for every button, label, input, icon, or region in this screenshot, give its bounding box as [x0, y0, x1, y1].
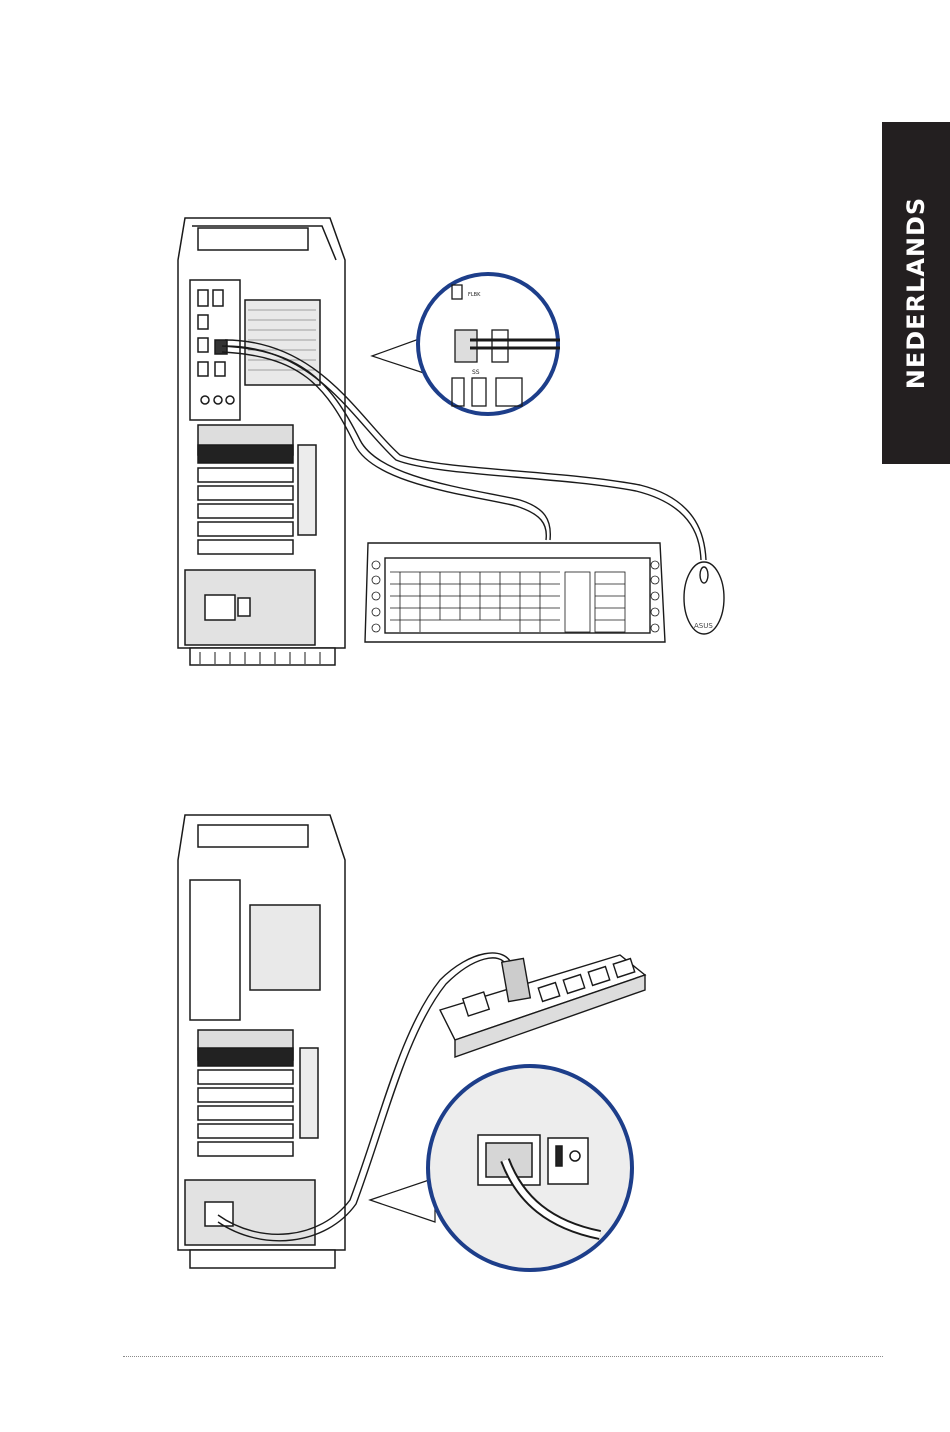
desktop-tower-icon: [178, 815, 345, 1268]
power-strip-icon: [440, 955, 645, 1057]
keyboard-icon: [365, 543, 665, 642]
desktop-tower-icon: [178, 218, 345, 665]
callout-usb-ports: FLBK SS: [372, 274, 560, 414]
footer-divider: [123, 1356, 883, 1357]
figure-keyboard-mouse-connection: ASUS FLBK SS: [0, 205, 950, 675]
figure-power-connection: [0, 805, 950, 1295]
port-label-ss: SS: [472, 369, 480, 376]
port-label-flbk: FLBK: [468, 292, 481, 298]
mouse-brand: ASUS: [694, 622, 713, 630]
callout-power-socket: [370, 1066, 632, 1270]
mouse-icon: ASUS: [684, 562, 724, 634]
